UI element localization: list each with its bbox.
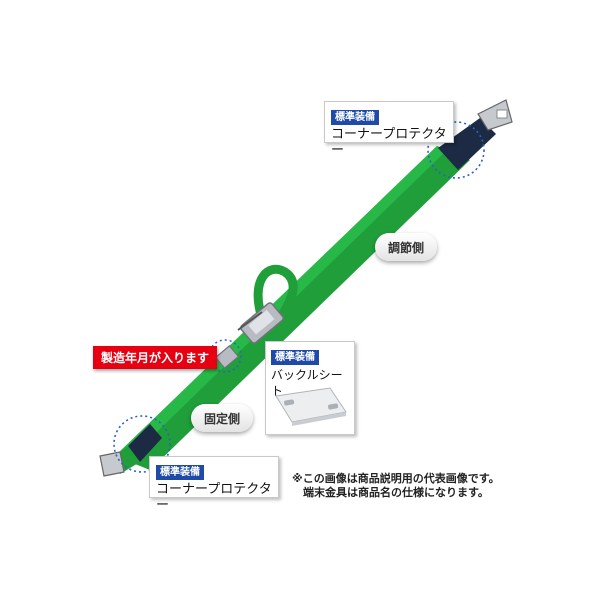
bottom-protector-text: コーナープロテクター (156, 482, 272, 513)
fixed-side-pill: 固定側 (191, 404, 253, 432)
top-end-fitting (477, 99, 513, 131)
top-protector-text: コーナープロテクター (331, 127, 447, 158)
small-buckle (214, 345, 240, 369)
manufacture-date-tag: 製造年月が入ります (93, 346, 217, 369)
adjust-side-pill: 調節側 (375, 233, 437, 261)
date-mark-highlight-circle (208, 339, 242, 373)
belt-strap-main (115, 146, 470, 470)
buckle-sheet-badge: 標準装備 (271, 350, 319, 365)
buckle-sheet-label: 標準装備 バックルシート (265, 341, 355, 435)
belt-strap-highlight (115, 146, 447, 461)
buckle-sheet-image (275, 387, 347, 426)
bottom-protector-highlight-circle (113, 415, 171, 473)
belt-loop (253, 264, 298, 321)
top-corner-protector (438, 118, 496, 170)
bottom-end-fitting (99, 451, 125, 477)
bottom-corner-protector (128, 424, 162, 462)
disclaimer-line-1: ※この画像は商品説明用の代表画像です。 (292, 472, 500, 485)
bottom-protector-label: 標準装備 コーナープロテクター (149, 456, 279, 513)
buckle-sheet-text: バックルシート (271, 368, 343, 398)
top-protector-badge: 標準装備 (331, 110, 379, 125)
ratchet-buckle (237, 302, 284, 344)
top-protector-highlight-circle (427, 121, 485, 179)
bottom-protector-badge: 標準装備 (156, 465, 204, 480)
disclaimer-line-2: 端末金具は商品名の仕様になります。 (303, 486, 489, 499)
disclaimer-note: ※この画像は商品説明用の代表画像です。 端末金具は商品名の仕様になります。 (292, 472, 532, 500)
top-protector-label: 標準装備 コーナープロテクター (324, 101, 454, 158)
